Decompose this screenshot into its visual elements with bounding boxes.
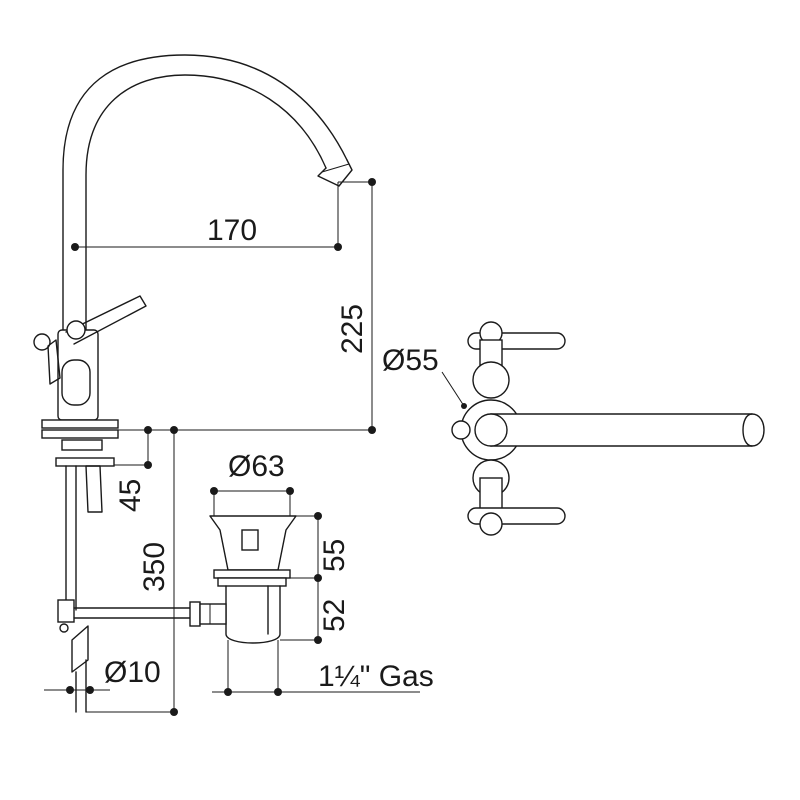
waste-rod-nut-2 (199, 603, 227, 625)
dim-dot (66, 686, 74, 694)
spout-tip-ring (321, 163, 350, 173)
dim-label-d63: Ø63 (228, 450, 285, 483)
dim-label-225: 225 (336, 304, 369, 354)
dim-leader-d55 (441, 371, 465, 407)
rod-connector (57, 599, 75, 623)
fixing-bracket (85, 465, 103, 513)
faucet-side-view (33, 54, 353, 713)
rod-tip (59, 623, 69, 633)
dim-dot (274, 688, 282, 696)
lever-knob (33, 333, 51, 351)
dim-dot (170, 708, 178, 716)
dim-dot (314, 636, 322, 644)
dim-label-thread: 1¼" Gas (318, 660, 434, 693)
faucet-cartridge (61, 359, 91, 406)
popup-waste (189, 515, 297, 644)
lever-knob-top (451, 420, 471, 440)
base-flange-top (41, 419, 119, 429)
spout-arm-top (490, 413, 765, 447)
bottom-handle-cap (479, 512, 503, 536)
dim-label-52: 52 (318, 599, 351, 632)
lever-handle (65, 295, 147, 345)
dim-dot (86, 686, 94, 694)
dim-dot (368, 426, 376, 434)
dim-label-55: 55 (318, 539, 351, 572)
waste-flange (213, 569, 291, 579)
dim-dot (224, 688, 232, 696)
waste-rod-nut-1 (189, 601, 201, 627)
waste-window (241, 529, 259, 551)
dim-label-d55: Ø55 (382, 344, 439, 377)
spout-inner-outline (85, 74, 327, 331)
dim-dot (144, 461, 152, 469)
spout-pivot-top (474, 413, 508, 447)
dim-dot (210, 487, 218, 495)
top-handle-hub (472, 361, 510, 399)
dim-dot (144, 426, 152, 434)
dim-dot (314, 574, 322, 582)
dim-dot (314, 512, 322, 520)
spout-end-top (742, 413, 753, 447)
dimension-lines (44, 178, 467, 716)
dim-dot (368, 178, 376, 186)
dim-dot (71, 243, 79, 251)
dim-dot (461, 403, 467, 409)
hose-connector (71, 625, 89, 673)
waste-body (225, 585, 281, 644)
dim-label-d10: Ø10 (104, 656, 161, 689)
base-washer (61, 439, 103, 451)
lever-side (47, 339, 61, 385)
dimension-labels: 170 225 Ø55 Ø63 45 55 52 350 Ø10 1¼" Gas (104, 214, 439, 693)
base-flange-mid (41, 429, 119, 439)
lever-pivot (66, 320, 86, 340)
spout-outer-outline (62, 54, 348, 331)
dim-dot (170, 426, 178, 434)
waste-nut (217, 577, 287, 587)
dim-label-350: 350 (138, 542, 171, 592)
dim-label-45: 45 (114, 479, 147, 512)
dim-dot (286, 487, 294, 495)
faucet-top-view (451, 321, 765, 536)
spout-tip (317, 159, 353, 187)
dim-dot (334, 243, 342, 251)
base-nut (55, 457, 115, 467)
dim-label-170: 170 (207, 214, 257, 247)
